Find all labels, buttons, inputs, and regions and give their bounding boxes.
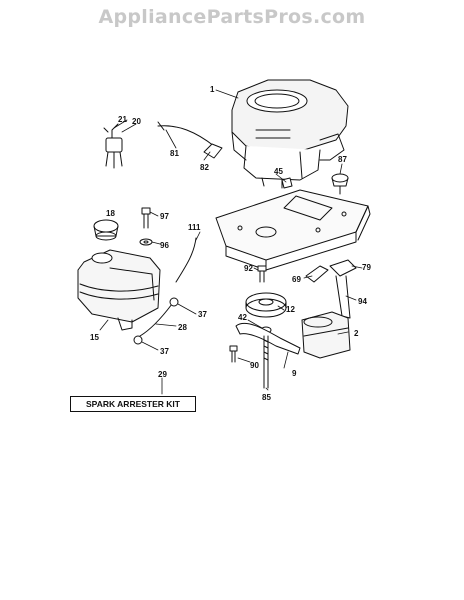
fuel-tank-part[interactable]	[77, 249, 161, 331]
knob-part[interactable]	[331, 173, 349, 195]
fuel-line-part[interactable]	[175, 237, 197, 283]
muffler-part[interactable]	[301, 311, 351, 359]
bolt-part[interactable]	[141, 207, 151, 229]
callout-9: 9	[292, 369, 297, 378]
callout-1: 1	[210, 85, 215, 94]
fuel-hose-part[interactable]	[139, 303, 173, 337]
callout-96: 96	[160, 241, 169, 250]
spark-arrester-kit-label: SPARK ARRESTER KIT	[70, 396, 196, 412]
callout-37-lower: 37	[160, 347, 169, 356]
callout-92: 92	[244, 264, 253, 273]
callout-82: 82	[200, 163, 209, 172]
callout-69: 69	[292, 275, 301, 284]
callout-37-upper: 37	[198, 310, 207, 319]
callout-15: 15	[90, 333, 99, 342]
bolt-85-part[interactable]	[263, 335, 269, 389]
engine-part[interactable]	[231, 79, 349, 189]
clamp-lower-part[interactable]	[133, 335, 143, 345]
exhaust-pipe-part[interactable]	[329, 259, 357, 319]
callout-12: 12	[286, 305, 295, 314]
washer-part[interactable]	[139, 238, 153, 246]
callout-97: 97	[160, 212, 169, 221]
callout-2: 2	[354, 329, 359, 338]
callout-28: 28	[178, 323, 187, 332]
callout-18: 18	[106, 209, 115, 218]
bracket-69-part[interactable]	[305, 265, 329, 283]
callout-94: 94	[358, 297, 367, 306]
bolt-92-part[interactable]	[257, 265, 267, 283]
callout-111: 111	[188, 223, 201, 232]
fuel-cap-part[interactable]	[93, 219, 119, 241]
bolt-90-part[interactable]	[229, 345, 238, 363]
callout-85: 85	[262, 393, 271, 402]
watermark-logo: AppliancePartsPros.com	[98, 6, 366, 28]
callout-79: 79	[362, 263, 371, 272]
callout-90: 90	[250, 361, 259, 370]
callout-20: 20	[132, 117, 141, 126]
pulley-part[interactable]	[245, 292, 287, 318]
throttle-cable-part[interactable]	[157, 125, 215, 147]
callout-45: 45	[274, 167, 283, 176]
callout-42: 42	[238, 313, 247, 322]
callout-29: 29	[158, 370, 167, 379]
clamp-upper-part[interactable]	[169, 297, 179, 307]
frame-plate-part[interactable]	[215, 189, 371, 271]
ignition-switch-part[interactable]	[103, 123, 123, 169]
callout-81: 81	[170, 149, 179, 158]
callout-21: 21	[118, 115, 127, 124]
callout-87: 87	[338, 155, 347, 164]
